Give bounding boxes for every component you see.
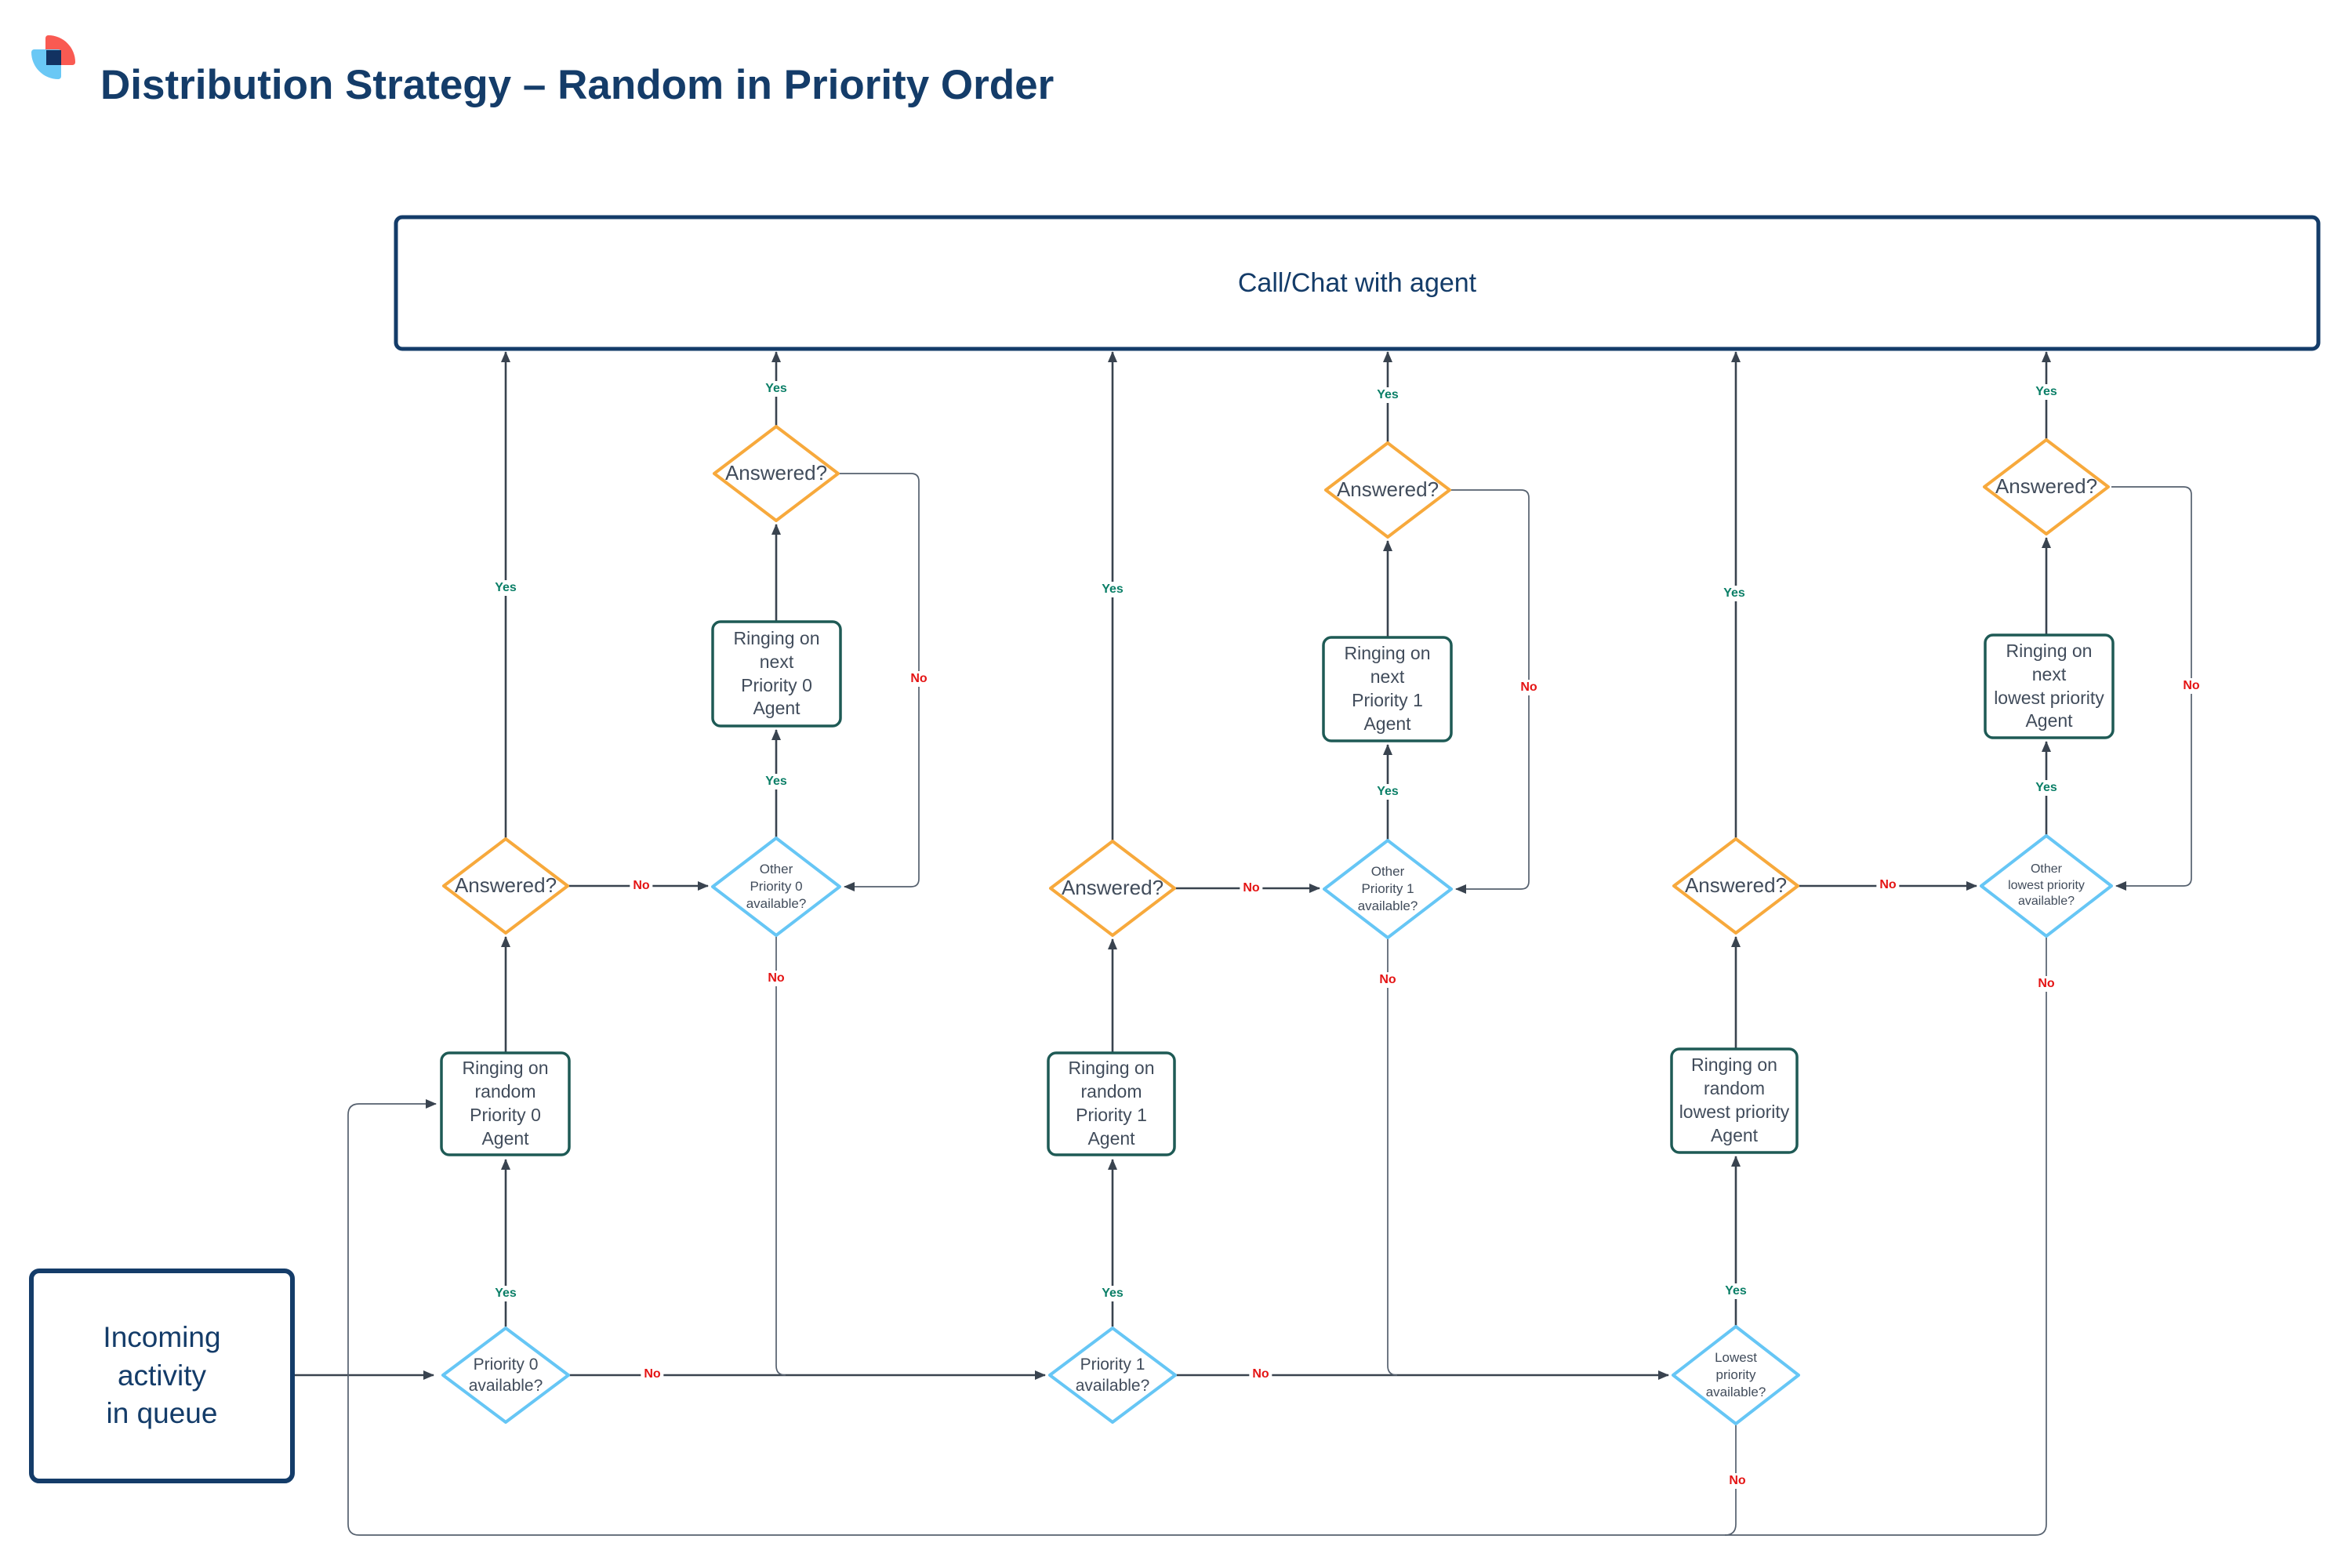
- edge-label-yes: Yes: [1098, 1286, 1127, 1301]
- edge-label-yes: Yes: [1720, 586, 1748, 601]
- edge-label-yes: Yes: [762, 774, 790, 789]
- edge-label-no: No: [641, 1367, 664, 1382]
- edge-label-no: No: [1240, 880, 1263, 896]
- answered-random-p1-diamond: [1049, 840, 1176, 937]
- answered-next-p0-diamond: [713, 425, 840, 522]
- call-chat-box: [394, 215, 2321, 351]
- edge-label-yes: Yes: [762, 381, 790, 397]
- priority-1-available-diamond: [1048, 1327, 1177, 1424]
- edge-other-p1-no-merge: [1387, 938, 1398, 1376]
- ringing-next-lowest-box: [1984, 633, 2115, 739]
- priority-0-available-diamond: [441, 1327, 570, 1424]
- edge-label-yes: Yes: [492, 1286, 520, 1301]
- edge-label-yes: Yes: [492, 580, 520, 596]
- edge-label-no: No: [1876, 877, 1900, 893]
- other-p1-available-diamond: [1323, 839, 1453, 939]
- edge-bottom-loop-to-ringing-random-p0: [347, 936, 2047, 1536]
- other-p0-available-diamond: [711, 837, 841, 937]
- answered-random-p0-diamond: [442, 837, 569, 935]
- lowest-priority-available-diamond: [1672, 1325, 1800, 1425]
- incoming-activity-box: [29, 1269, 295, 1483]
- edge-label-no: No: [1517, 680, 1541, 695]
- liveagent-logo: [0, 0, 94, 94]
- edge-other-p0-no-merge: [775, 935, 786, 1376]
- edge-label-yes: Yes: [1374, 387, 1402, 403]
- other-lowest-available-diamond: [1980, 834, 2113, 938]
- ringing-random-p0-box: [440, 1051, 571, 1156]
- answered-next-p1-diamond: [1324, 441, 1451, 539]
- answered-random-lowest-diamond: [1672, 837, 1799, 935]
- edge-label-no: No: [630, 878, 653, 894]
- logo-navy-square: [46, 50, 61, 65]
- ringing-next-p1-box: [1322, 636, 1453, 742]
- edge-lowest-no-merge: [1724, 1422, 1737, 1536]
- ringing-random-p1-box: [1047, 1051, 1176, 1156]
- answered-next-lowest-diamond: [1983, 438, 2110, 535]
- edge-label-no: No: [2180, 678, 2203, 694]
- edge-label-no: No: [1376, 972, 1399, 988]
- edge-label-no: No: [907, 671, 931, 687]
- edge-label-yes: Yes: [1722, 1283, 1750, 1299]
- page-title: Distribution Strategy – Random in Priori…: [100, 62, 1055, 108]
- ringing-next-p0-box: [711, 620, 842, 728]
- edge-label-no: No: [764, 971, 788, 986]
- ringing-random-lowest-box: [1670, 1047, 1799, 1154]
- edge-label-no: No: [1249, 1367, 1272, 1382]
- edge-label-yes: Yes: [2032, 780, 2060, 796]
- edge-label-yes: Yes: [1098, 582, 1127, 597]
- edge-label-yes: Yes: [2032, 384, 2060, 400]
- edge-label-no: No: [1726, 1473, 1749, 1489]
- edge-label-no: No: [2035, 976, 2058, 992]
- edge-label-yes: Yes: [1374, 784, 1402, 800]
